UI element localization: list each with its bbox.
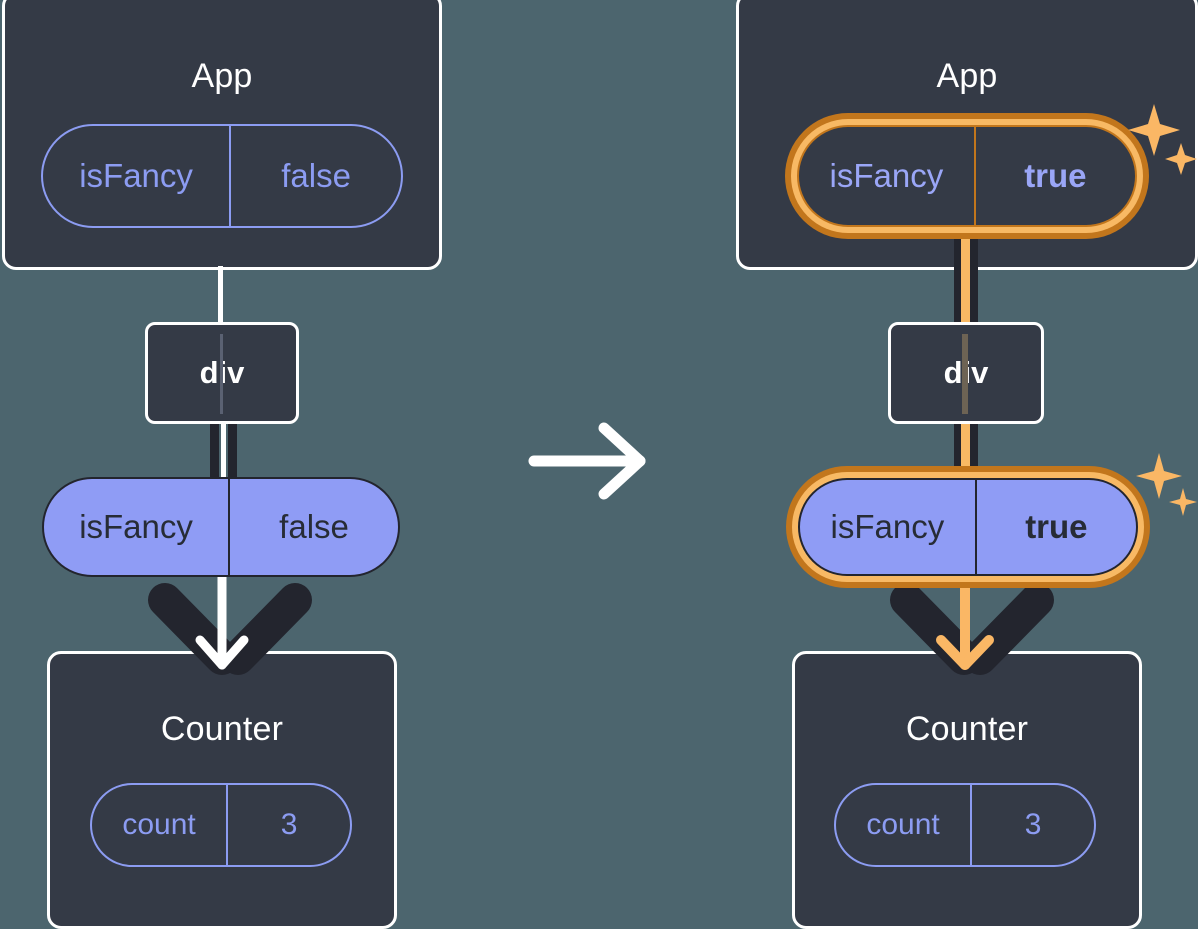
passed-prop-pill-before: isFancy false: [42, 477, 400, 577]
passed-prop-key-after: isFancy: [830, 508, 945, 545]
app-prop-pill-highlight-after: isFancy true: [785, 113, 1149, 239]
counter-state-key-after: count: [866, 808, 940, 841]
counter-title-before: Counter: [160, 710, 284, 748]
counter-state-key-before: count: [122, 808, 196, 841]
connector-div-to-prop-before: [210, 421, 219, 487]
sparkles-icon-app-after: [1128, 104, 1197, 175]
app-title-after: App: [936, 57, 998, 95]
app-prop-pill-after: isFancy true: [797, 125, 1137, 227]
connector-app-to-div-before: [218, 266, 223, 326]
counter-state-pill-after: count 3: [834, 783, 1096, 867]
connector-div-to-prop-after: [961, 418, 970, 490]
app-prop-key-before: isFancy: [79, 157, 193, 194]
connector-div-to-prop-right-before: [228, 421, 237, 487]
arrow-prop-to-counter-before: [148, 565, 312, 675]
counter-state-value-before: 3: [226, 785, 350, 865]
passed-prop-value-after: true: [974, 480, 1136, 574]
passed-prop-value-before: false: [228, 479, 398, 575]
counter-title-after: Counter: [905, 710, 1029, 748]
div-internal-tick-after: [962, 334, 968, 414]
passed-prop-key-before: isFancy: [79, 508, 193, 545]
counter-state-value-after: 3: [970, 785, 1094, 865]
transition-arrow-right-icon: [528, 422, 646, 500]
app-prop-value-after: true: [973, 127, 1135, 225]
div-internal-tick-before: [220, 334, 223, 414]
app-prop-pill-before: isFancy false: [41, 124, 403, 228]
passed-prop-pill-after: isFancy true: [798, 478, 1138, 576]
app-title-before: App: [191, 57, 253, 95]
connector-div-to-prop-highlight-before: [221, 421, 226, 487]
app-prop-value-before: false: [229, 126, 401, 226]
passed-prop-pill-highlight-after: isFancy true: [786, 466, 1150, 588]
connector-app-to-div-after: [961, 232, 970, 330]
app-prop-key-after: isFancy: [829, 157, 944, 194]
counter-state-pill-before: count 3: [90, 783, 352, 867]
sparkles-icon-prop-after: [1136, 453, 1197, 516]
